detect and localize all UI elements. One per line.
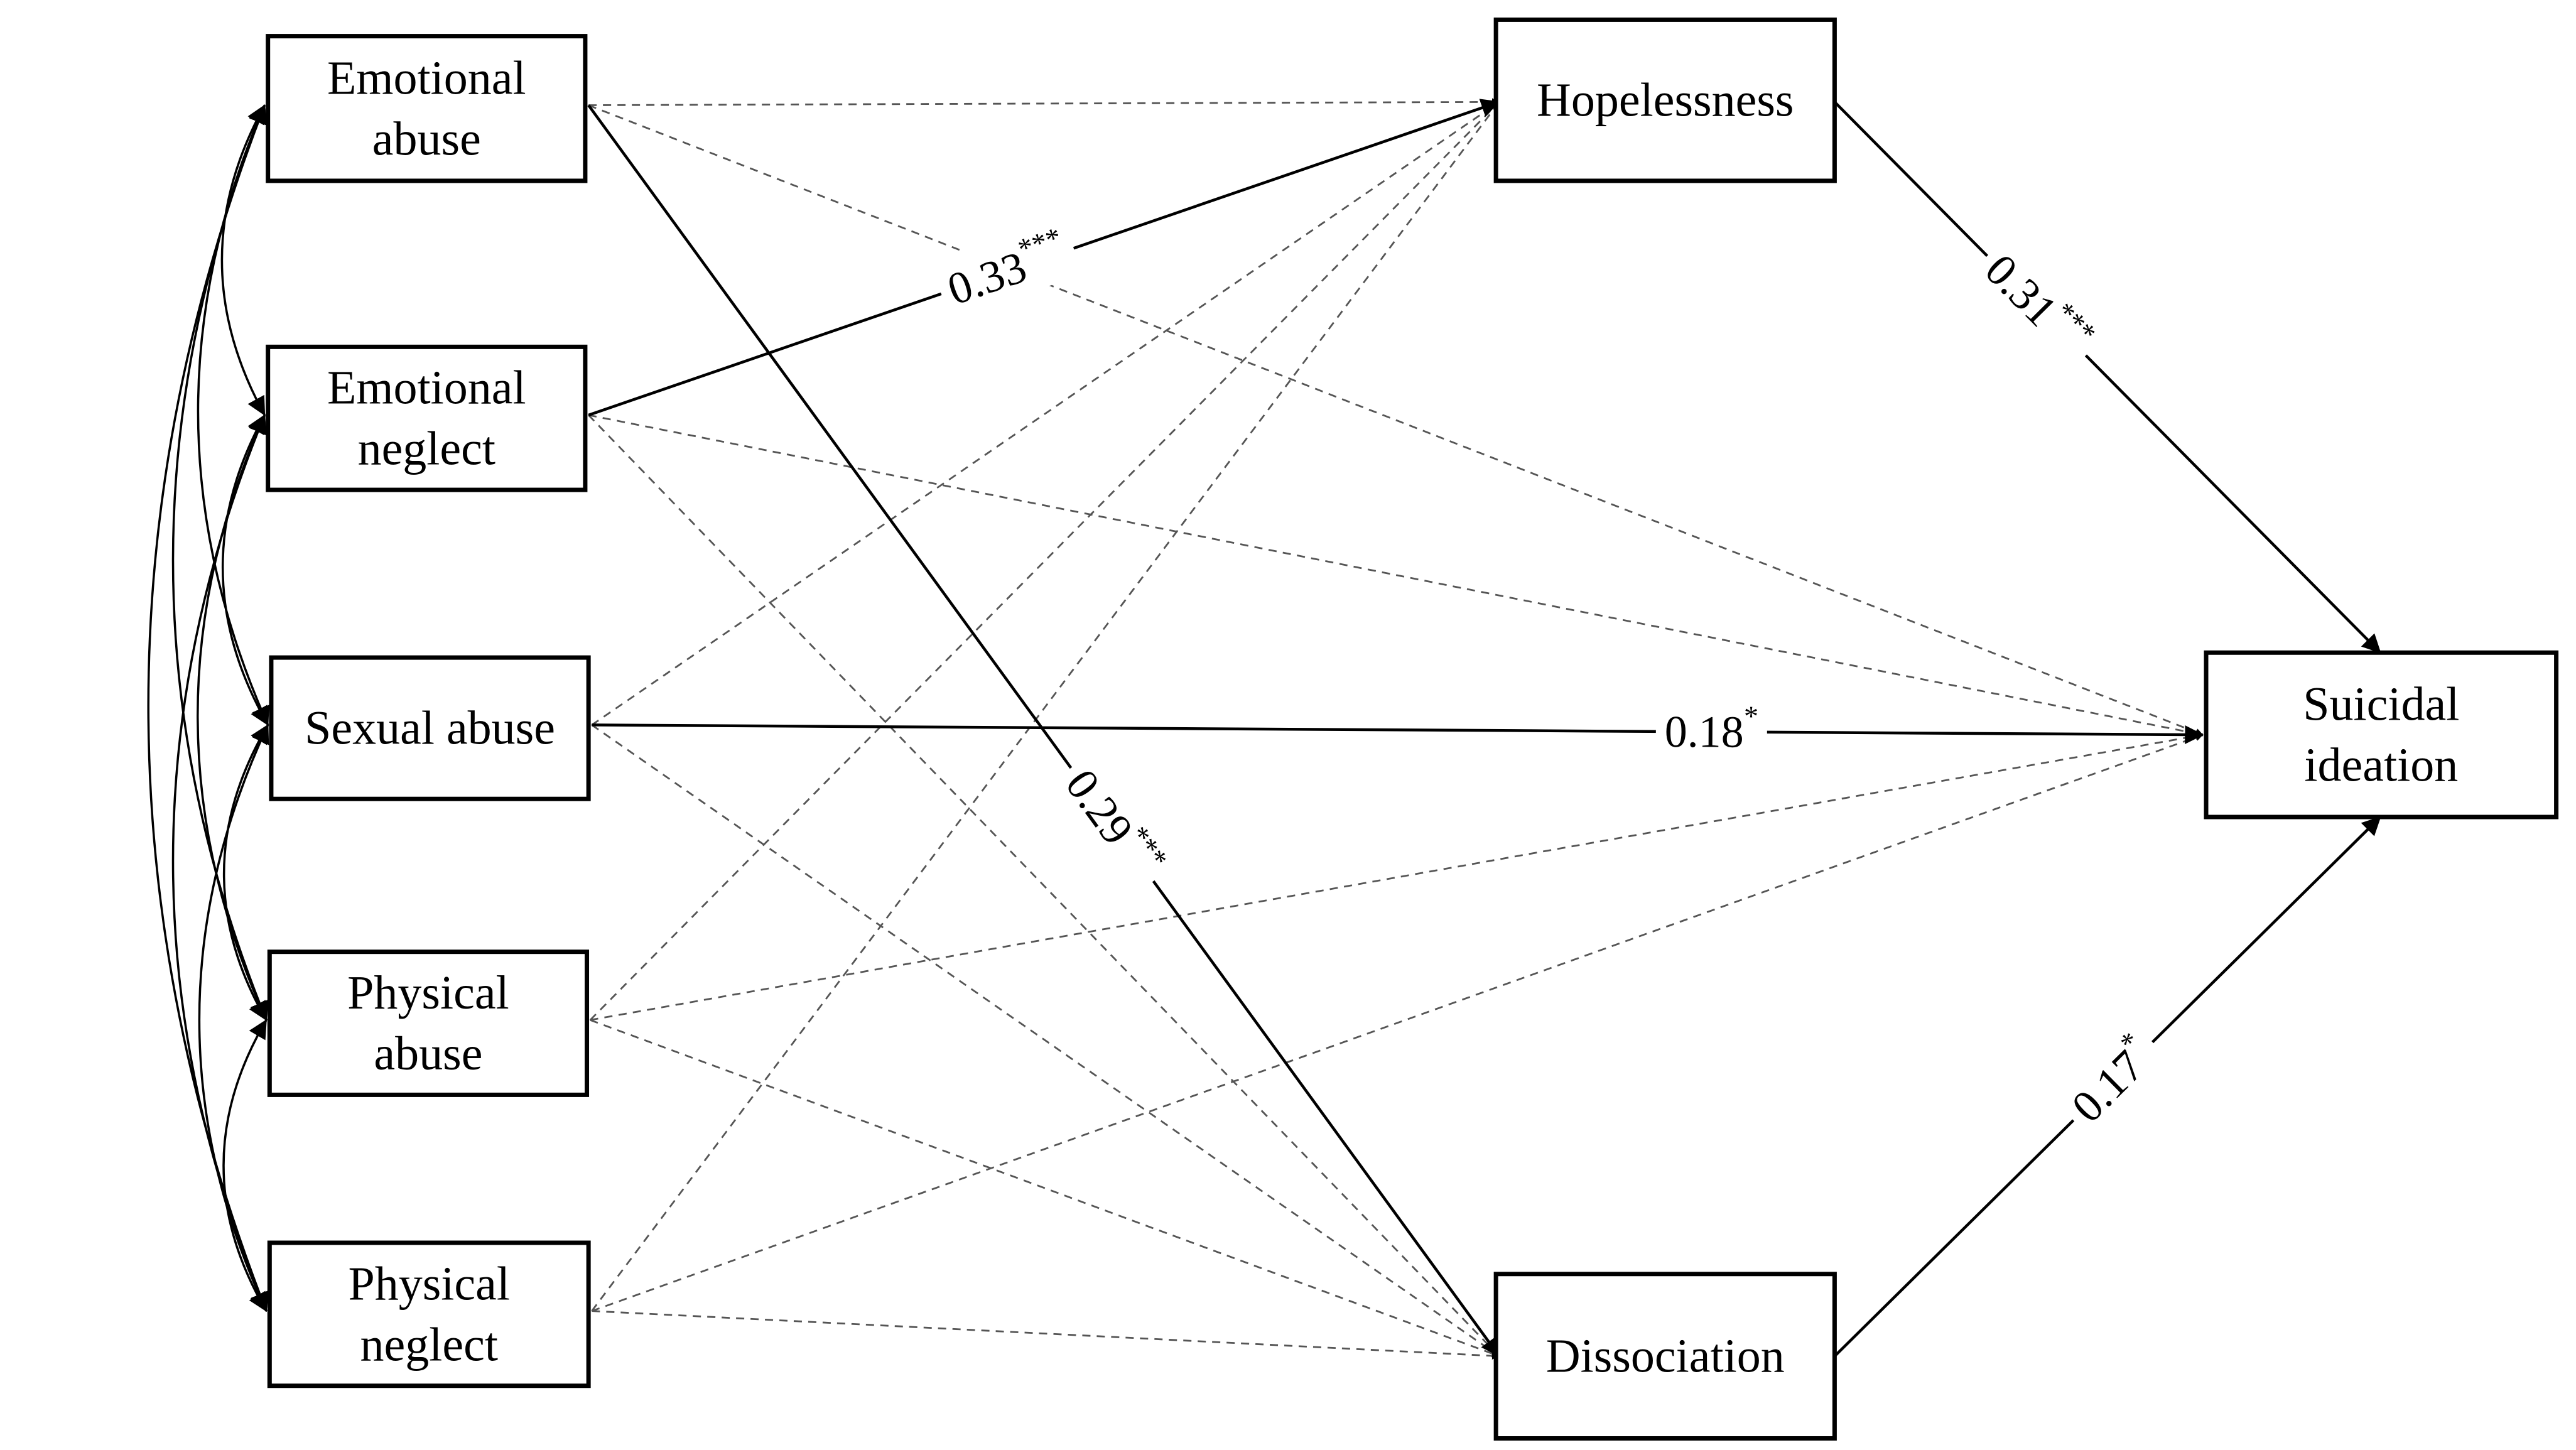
solid-path-hopelessness-suicidal_ideation bbox=[1833, 100, 2382, 654]
significant-paths bbox=[587, 99, 2382, 1358]
node-label: Physical bbox=[347, 966, 509, 1019]
coefficient-label-background bbox=[2049, 1017, 2172, 1140]
node-box bbox=[1493, 1272, 1837, 1441]
node-box bbox=[269, 655, 591, 801]
node-suicidal-ideation: Suicidal ideation bbox=[2204, 650, 2559, 820]
coefficient-label: 0.33*** bbox=[929, 215, 1083, 320]
dashed-path-physical_neglect-hopelessness bbox=[591, 101, 1500, 1312]
coefficient-text: 0.18* bbox=[1665, 700, 1759, 757]
covariance-emotional_abuse-sexual_abuse bbox=[197, 104, 269, 726]
node-box bbox=[266, 344, 588, 492]
nonsignificant-paths bbox=[588, 98, 2204, 1360]
dashed-path-physical_abuse-suicidal_ideation bbox=[590, 732, 2204, 1021]
node-label: abuse bbox=[372, 112, 481, 165]
node-emotional-neglect: Emotional neglect bbox=[266, 344, 588, 492]
dashed-path-physical_abuse-hopelessness bbox=[589, 101, 1500, 1021]
node-label: Suicidal bbox=[2303, 678, 2459, 731]
coefficient-label: 0.29*** bbox=[1048, 747, 1182, 898]
covariance-sexual_abuse-physical_abuse bbox=[222, 724, 269, 1021]
coefficient-value: 0.18 bbox=[1665, 706, 1744, 757]
coefficient-label-background bbox=[1655, 696, 1768, 760]
node-physical-neglect: Physical neglect bbox=[267, 1240, 591, 1388]
node-box bbox=[267, 950, 590, 1097]
node-box bbox=[267, 1240, 591, 1388]
node-label: neglect bbox=[358, 423, 495, 475]
solid-path-sexual_abuse-suicidal_ideation bbox=[592, 723, 2204, 744]
node-label: abuse bbox=[374, 1027, 482, 1080]
dashed-path-sexual_abuse-dissociation bbox=[591, 724, 1500, 1357]
coefficient-label: 0.18* bbox=[1655, 696, 1768, 760]
dashed-path-emotional_neglect-dissociation bbox=[588, 414, 1500, 1357]
covariance-arcs bbox=[147, 104, 269, 1312]
node-sexual-abuse: Sexual abuse bbox=[269, 655, 591, 801]
node-label: ideation bbox=[2304, 739, 2458, 792]
node-label: Sexual abuse bbox=[305, 702, 555, 755]
node-label: Emotional bbox=[327, 51, 526, 104]
dashed-path-physical_abuse-dissociation bbox=[590, 1019, 1500, 1358]
dashed-path-emotional_neglect-suicidal_ideation bbox=[588, 414, 2204, 737]
node-box bbox=[1493, 17, 1837, 183]
node-box bbox=[266, 34, 588, 183]
dashed-path-emotional_abuse-suicidal_ideation bbox=[588, 104, 2204, 736]
dashed-path-sexual_abuse-hopelessness bbox=[591, 101, 1500, 726]
node-hopelessness: Hopelessness bbox=[1493, 17, 1837, 183]
node-label: Physical bbox=[348, 1257, 510, 1310]
node-dissociation: Dissociation bbox=[1493, 1272, 1837, 1441]
node-label: Hopelessness bbox=[1537, 74, 1794, 127]
dashed-path-physical_neglect-dissociation bbox=[592, 1310, 1500, 1360]
path-coefficients: 0.33*** 0.29*** 0.18* 0.31*** 0.17* bbox=[929, 215, 2172, 1140]
dashed-path-emotional_abuse-hopelessness bbox=[588, 98, 1500, 106]
significance-stars: * bbox=[1744, 700, 1758, 732]
node-emotional-abuse: Emotional abuse bbox=[266, 34, 588, 183]
coefficient-label-background bbox=[1967, 231, 2111, 375]
coefficient-label: 0.17* bbox=[2049, 1017, 2172, 1140]
covariance-physical_abuse-physical_neglect bbox=[222, 1019, 268, 1312]
node-physical-abuse: Physical abuse bbox=[267, 950, 590, 1097]
coefficient-label: 0.31*** bbox=[1967, 231, 2111, 375]
covariance-emotional_abuse-physical_abuse bbox=[171, 104, 269, 1021]
solid-path-emotional_abuse-dissociation bbox=[587, 104, 1501, 1357]
covariance-emotional_abuse-emotional_neglect bbox=[220, 104, 266, 416]
covariance-sexual_abuse-physical_neglect bbox=[198, 724, 269, 1312]
coefficient-label-background bbox=[1048, 747, 1182, 898]
node-label: Emotional bbox=[327, 362, 526, 414]
node-label: neglect bbox=[360, 1318, 498, 1371]
node-label: Dissociation bbox=[1546, 1330, 1785, 1383]
coefficient-label-background bbox=[929, 215, 1083, 320]
node-box bbox=[2204, 650, 2559, 820]
dashed-path-physical_neglect-suicidal_ideation bbox=[591, 733, 2204, 1312]
coefficient-value: 0.33 bbox=[941, 241, 1032, 315]
covariance-emotional_neglect-sexual_abuse bbox=[221, 414, 269, 726]
